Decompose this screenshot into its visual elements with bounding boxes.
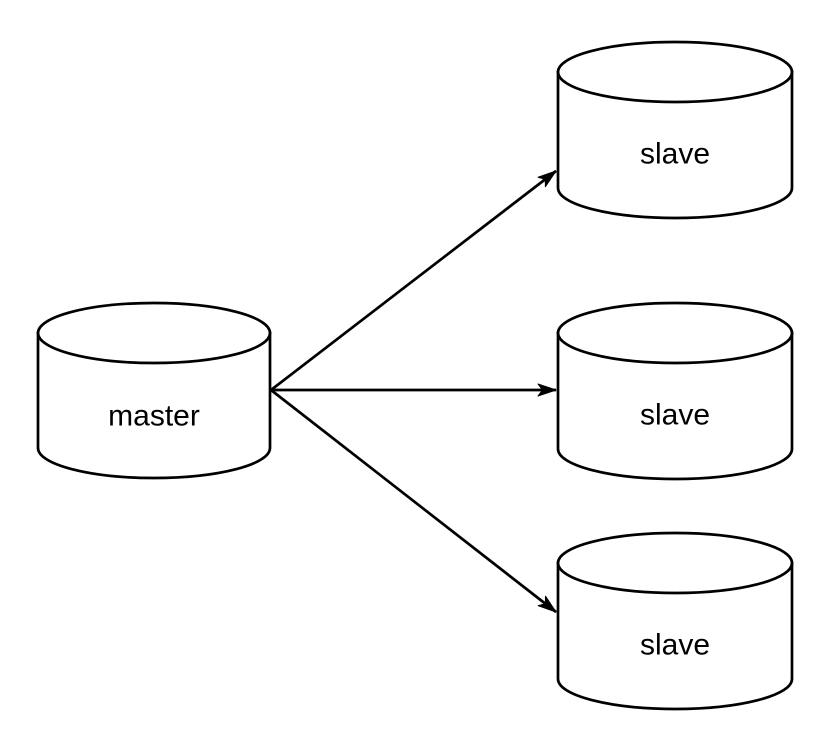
edge-master-to-slave-3	[270, 388, 557, 614]
node-slave-3-db-cylinder: slave	[556, 531, 794, 711]
node-master-db-cylinder: master	[36, 301, 272, 480]
node-slave-2-db-cylinder: slave	[556, 301, 794, 481]
slave-2-label: slave	[640, 399, 710, 432]
slave-3-label: slave	[640, 629, 710, 662]
edge-master-to-slave-1	[270, 169, 557, 392]
slave-1-label: slave	[640, 138, 710, 171]
master-label: master	[108, 400, 200, 433]
node-slave-1-db-cylinder: slave	[556, 40, 794, 220]
